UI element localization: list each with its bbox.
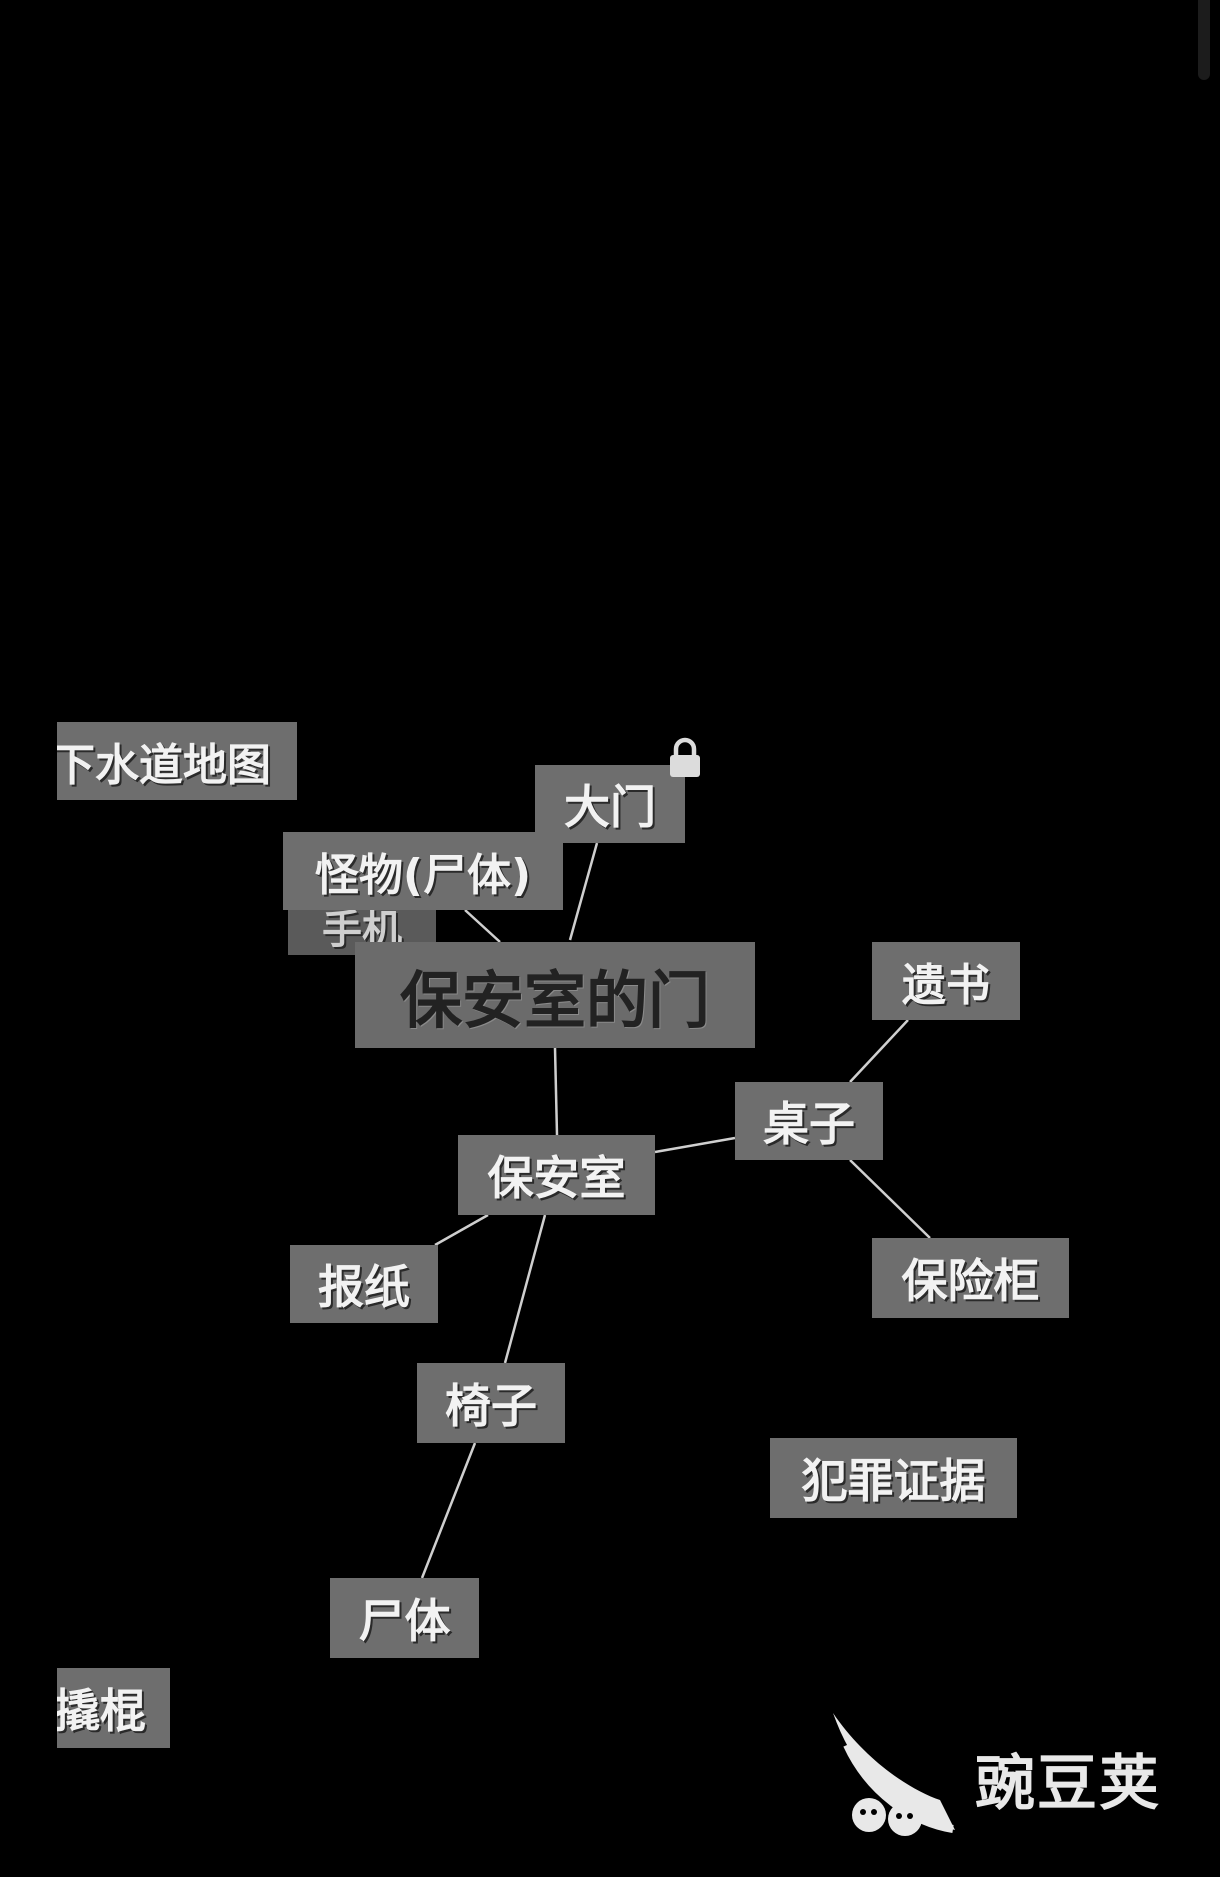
clue-node-crime-evidence[interactable]: 犯罪证据 <box>770 1438 1017 1518</box>
scroll-indicator[interactable] <box>1198 0 1210 80</box>
clue-node-suicide-note[interactable]: 遗书 <box>872 942 1020 1020</box>
link-door-gate <box>568 842 599 941</box>
clue-label: 报纸 <box>318 1260 410 1314</box>
clue-label: 椅子 <box>445 1379 537 1433</box>
link-room-desk <box>654 1136 736 1154</box>
link-chair-corpse <box>420 1442 477 1579</box>
link-room-chair <box>503 1214 547 1364</box>
clue-label: 遗书 <box>902 960 990 1011</box>
clue-label: 保安室 <box>487 1151 626 1205</box>
link-door-monster <box>464 909 501 943</box>
link-room-newspaper <box>434 1213 489 1247</box>
clue-node-corpse[interactable]: 尸体 <box>330 1578 479 1658</box>
clue-label: 尸体 <box>358 1594 451 1648</box>
clue-node-safe[interactable]: 保险柜 <box>872 1238 1069 1318</box>
link-desk-note <box>849 1019 909 1083</box>
clue-label: 下水道地图 <box>57 740 271 791</box>
clue-node-chair[interactable]: 椅子 <box>417 1363 565 1443</box>
clue-node-newspaper[interactable]: 报纸 <box>290 1245 438 1323</box>
clue-node-sewer-map[interactable]: 下水道地图 <box>57 722 297 800</box>
clue-label: 犯罪证据 <box>801 1454 986 1508</box>
lock-icon <box>670 737 700 777</box>
link-desk-safe <box>849 1159 931 1239</box>
clue-label: 大门 <box>564 780 656 834</box>
watermark-text: 豌豆荚 <box>975 1749 1161 1819</box>
clue-node-security-room[interactable]: 保安室 <box>458 1135 655 1215</box>
clue-label: 保险柜 <box>901 1254 1040 1308</box>
clue-node-desk[interactable]: 桌子 <box>735 1082 883 1160</box>
clue-label: 保安室的门 <box>399 964 710 1037</box>
clue-label: 怪物(尸体) <box>314 850 532 901</box>
clue-label: 撬棍 <box>57 1684 146 1738</box>
clue-label: 桌子 <box>763 1097 855 1151</box>
clue-node-main-gate[interactable]: 大门 <box>535 765 685 843</box>
clue-node-monster[interactable]: 怪物(尸体) <box>283 832 563 910</box>
link-door-room <box>553 1047 559 1136</box>
pea-pod-logo-icon <box>833 1713 955 1836</box>
clue-node-security-room-door[interactable]: 保安室的门 <box>355 942 755 1048</box>
clue-node-crowbar[interactable]: 撬棍 <box>57 1668 170 1748</box>
